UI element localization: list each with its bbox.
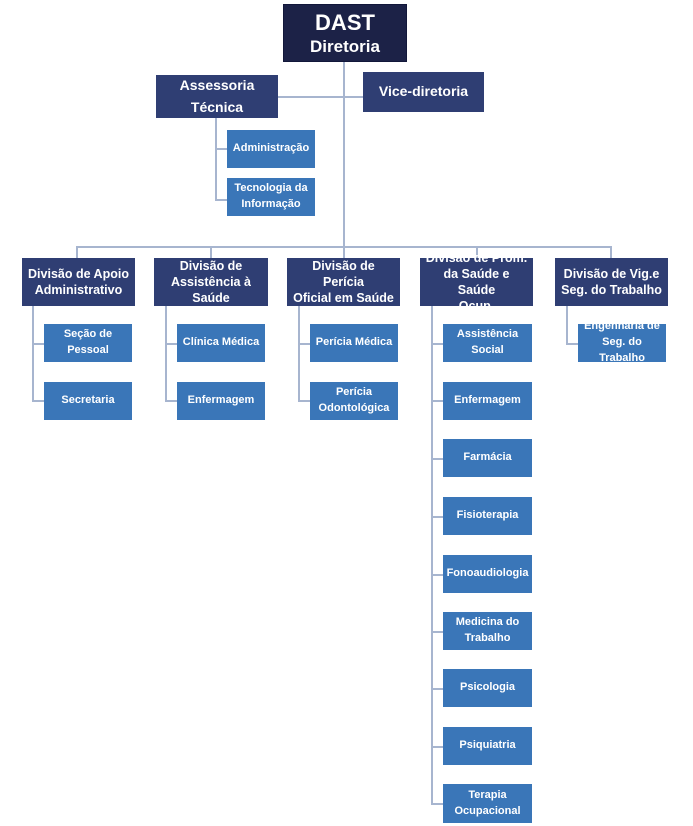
- node-engenharia-seguranca-trabalho[interactable]: Engenharia de Seg. do Trabalho: [578, 320, 666, 364]
- connector-root-trunk: [343, 62, 345, 248]
- node-fisioterapia[interactable]: Fisioterapia: [443, 497, 532, 535]
- node-enfermagem-assistencia[interactable]: Enfermagem: [177, 382, 265, 420]
- connector-division-5: [610, 246, 612, 258]
- connector-div1-child-1: [32, 343, 44, 345]
- connector-div1-child-2: [32, 400, 44, 402]
- root-title: DAST: [315, 9, 375, 35]
- node-pericia-medica[interactable]: Perícia Médica: [310, 324, 398, 362]
- node-administracao[interactable]: Administração: [227, 130, 315, 168]
- connector-assessoria-child-2: [215, 199, 227, 201]
- connector-div4-child-5: [431, 574, 443, 576]
- connector-division-1: [76, 246, 78, 258]
- connector-div4-child-6: [431, 631, 443, 633]
- node-division-apoio-administrativo[interactable]: Divisão de Apoio Administrativo: [22, 258, 135, 306]
- connector-assessoria-trunk: [215, 118, 217, 200]
- connector-div2-child-1: [165, 343, 177, 345]
- connector-div4-trunk: [431, 306, 433, 804]
- node-division-vigilancia-seguranca[interactable]: Divisão de Vig.e Seg. do Trabalho: [555, 258, 668, 306]
- connector-division-4: [476, 246, 478, 258]
- node-root-diretoria[interactable]: DAST Diretoria: [283, 4, 407, 62]
- node-division-assistencia-saude[interactable]: Divisão de Assistência à Saúde: [154, 258, 268, 306]
- node-farmacia[interactable]: Farmácia: [443, 439, 532, 477]
- connector-div5-child-1: [566, 343, 578, 345]
- connector-div3-trunk: [298, 306, 300, 402]
- connector-div3-child-2: [298, 400, 310, 402]
- node-fonoaudiologia[interactable]: Fonoaudiologia: [443, 555, 532, 593]
- connector-div4-child-9: [431, 803, 443, 805]
- connector-div2-trunk: [165, 306, 167, 402]
- node-secao-de-pessoal[interactable]: Seção de Pessoal: [44, 324, 132, 362]
- node-psiquiatria[interactable]: Psiquiatria: [443, 727, 532, 765]
- node-medicina-do-trabalho[interactable]: Medicina do Trabalho: [443, 612, 532, 650]
- connector-div2-child-2: [165, 400, 177, 402]
- connector-div1-trunk: [32, 306, 34, 402]
- connector-division-3: [343, 246, 345, 258]
- connector-div4-child-1: [431, 343, 443, 345]
- connector-div4-child-4: [431, 516, 443, 518]
- node-pericia-odontologica[interactable]: Perícia Odontológica: [310, 382, 398, 420]
- root-subtitle: Diretoria: [310, 37, 380, 57]
- node-enfermagem-promocao[interactable]: Enfermagem: [443, 382, 532, 420]
- node-secretaria[interactable]: Secretaria: [44, 382, 132, 420]
- node-tecnologia-da-informacao[interactable]: Tecnologia da Informação: [227, 178, 315, 216]
- connector-div4-child-7: [431, 688, 443, 690]
- node-assistencia-social[interactable]: Assistência Social: [443, 324, 532, 362]
- node-division-pericia-oficial[interactable]: Divisão de Perícia Oficial em Saúde: [287, 258, 400, 306]
- connector-division-2: [210, 246, 212, 258]
- node-terapia-ocupacional[interactable]: Terapia Ocupacional: [443, 784, 532, 823]
- node-psicologia[interactable]: Psicologia: [443, 669, 532, 707]
- node-assessoria-tecnica[interactable]: Assessoria Técnica: [156, 75, 278, 118]
- connector-div3-child-1: [298, 343, 310, 345]
- node-division-promocao-saude[interactable]: Divisão de Prom. da Saúde e Saúde Ocup.: [420, 251, 533, 313]
- connector-div4-child-3: [431, 458, 443, 460]
- connector-div5-trunk: [566, 306, 568, 344]
- connector-div4-child-2: [431, 400, 443, 402]
- node-vice-diretoria[interactable]: Vice-diretoria: [363, 72, 484, 112]
- connector-div4-child-8: [431, 746, 443, 748]
- connector-assessoria-vice: [278, 96, 363, 98]
- node-clinica-medica[interactable]: Clínica Médica: [177, 324, 265, 362]
- connector-assessoria-child-1: [215, 148, 227, 150]
